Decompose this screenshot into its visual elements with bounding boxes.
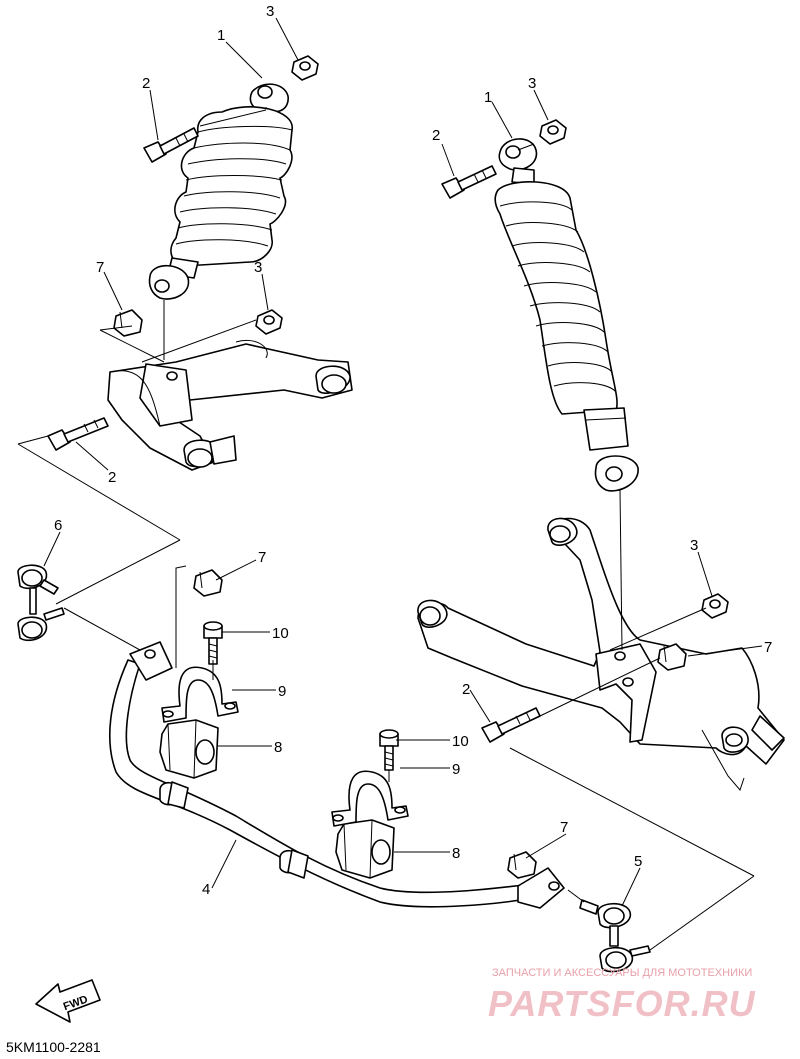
callout-2-right-bottom: 2 [462,681,470,698]
callout-5: 5 [634,853,642,870]
nut-3-left-top [291,55,319,81]
left-lower-arm [107,340,353,471]
watermark-subtitle: ЗАПЧАСТИ И АКСЕССУАРЫ ДЛЯ МОТОТЕХНИКИ [492,967,752,979]
reference-lines [17,109,755,951]
callout-1-right: 1 [484,89,492,106]
callout-6: 6 [54,517,62,534]
nut-3-right-top [539,119,567,145]
nut-3-right-mid [701,593,729,619]
watermark: ЗАПЧАСТИ И АКСЕССУАРЫ ДЛЯ МОТОТЕХНИКИ PA… [488,967,756,1024]
nut-7-left-upper [113,309,143,337]
bolt-2-left-top [143,127,199,163]
bushing-left [159,719,219,779]
callout-2-left-bottom: 2 [108,469,116,486]
fwd-arrow-icon: FWD [35,979,101,1023]
callout-3-left-mid: 3 [254,259,262,276]
clamp-right [331,770,409,827]
callout-2-left-top: 2 [142,75,150,92]
watermark-brand: PARTSFOR.RU [488,983,756,1024]
callout-numbers: 1 3 2 7 3 2 1 3 2 3 7 2 6 7 10 9 8 10 9 … [54,3,772,898]
bolt-10-left [203,621,223,665]
link-5 [579,899,651,973]
nut-7-right-lower [507,851,537,879]
callout-2-right-top: 2 [432,127,440,144]
callout-8-left: 8 [274,739,282,756]
left-shock-absorber [148,83,293,300]
link-6 [17,564,65,642]
right-shock-absorber [494,138,639,492]
nut-7-left-middle [193,569,223,597]
clamp-left [161,666,239,723]
callout-4: 4 [202,881,210,898]
callout-9-right: 9 [452,761,460,778]
callout-7-left-upper: 7 [96,259,104,276]
callout-7-right-upper: 7 [764,639,772,656]
callout-3-left-top: 3 [266,3,274,20]
bolt-2-left-bottom [47,417,109,451]
bolt-2-right-bottom [481,707,541,743]
callout-10-left: 10 [272,625,289,642]
callout-10-right: 10 [452,733,469,750]
stabilizer-bar [108,641,565,909]
callout-leaders [43,17,763,907]
bushing-right [335,819,395,879]
right-lower-arm [417,517,785,791]
callout-7-left-middle: 7 [258,549,266,566]
callout-3-right-top: 3 [528,75,536,92]
callout-8-right: 8 [452,845,460,862]
callout-7-right-lower: 7 [560,819,568,836]
diagram-code: 5KM1100-2281 [6,1039,101,1055]
callout-3-right-mid: 3 [690,537,698,554]
bolt-2-right-top [441,165,497,199]
callout-9-left: 9 [278,683,286,700]
nut-3-left-mid [255,309,283,335]
bolt-10-right [379,729,399,771]
nut-7-right-upper [657,643,687,671]
callout-1-left: 1 [217,27,225,44]
